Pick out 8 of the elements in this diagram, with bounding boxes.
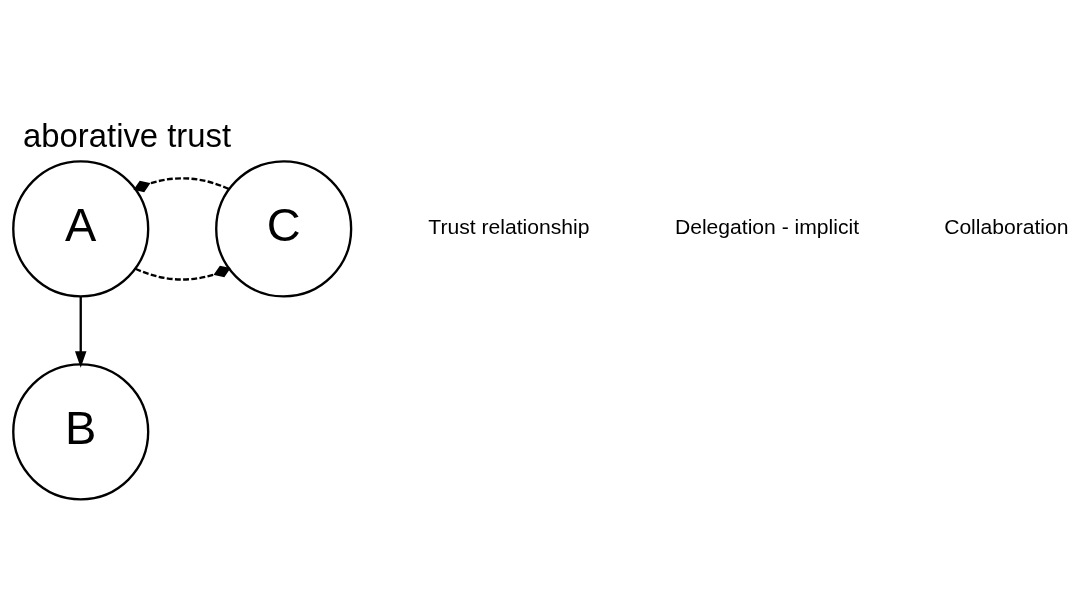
connector (133, 176, 230, 192)
legend-label: Trust relationship (428, 214, 590, 238)
node-circle: B (12, 362, 150, 500)
connector (134, 265, 231, 281)
legend-label: Delegation - implicit (674, 214, 860, 238)
legend-label: Collaboration (944, 214, 1069, 238)
arrow (74, 296, 87, 368)
diagram-title: aborative trust (23, 116, 232, 154)
